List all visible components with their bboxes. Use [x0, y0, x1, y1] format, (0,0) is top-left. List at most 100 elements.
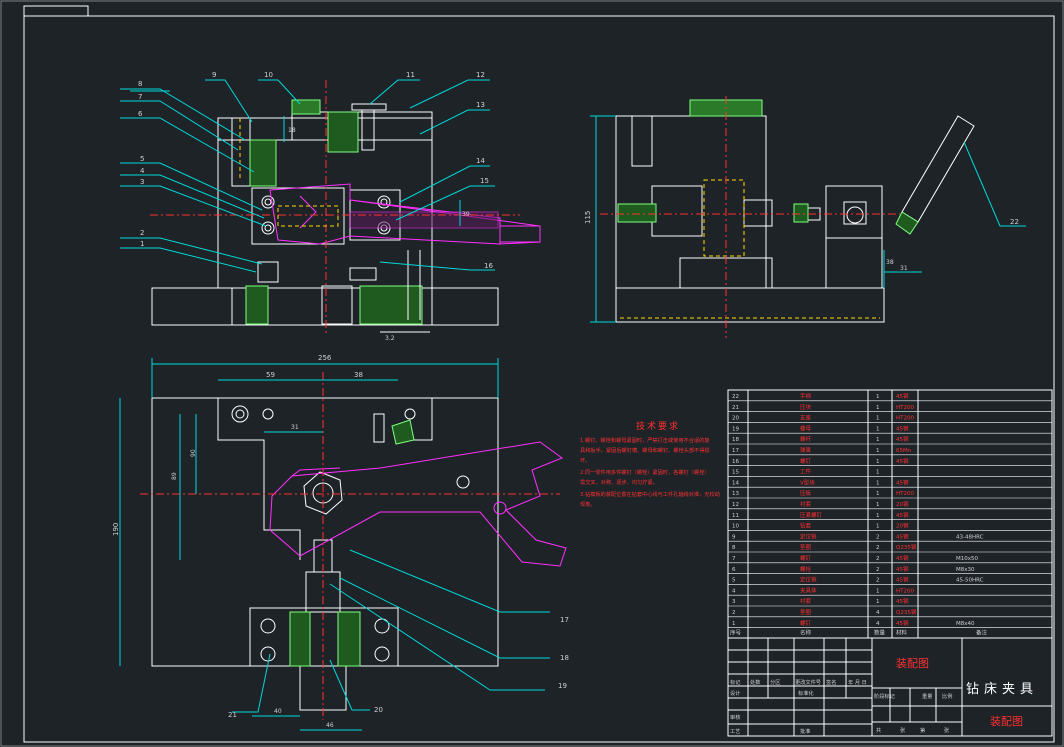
bom-cell-qty: 1: [876, 426, 880, 432]
sheet-tag-box: [23, 5, 89, 17]
bom-cell-name: 螺杆: [800, 435, 812, 443]
bom-cell-qty: 1: [876, 502, 880, 508]
bom-cell-material: 45钢: [896, 576, 909, 584]
bom-cell-qty: 1: [876, 588, 880, 594]
bom-cell-material: 45钢: [896, 597, 909, 605]
tb-scale: 比例: [942, 692, 952, 700]
bom-cell-no: 9: [732, 534, 736, 540]
tech-req-line-7: 现象。: [580, 500, 596, 508]
bom-cell-material: 20钢: [896, 522, 909, 530]
tech-req-line-6: 3.钻模板的装配位置在钻套中心线与工件孔轴线对准，无松动: [580, 490, 720, 498]
side-centerlines: [600, 96, 900, 338]
bom-cell-no: 18: [732, 437, 739, 443]
bom-cell-qty: 1: [876, 437, 880, 443]
title-drawing-name-2: 装配图: [990, 715, 1023, 728]
bom-cell-qty: 4: [876, 621, 880, 627]
bom-cell-name: 压块: [800, 403, 812, 411]
bom-cell-no: 15: [732, 470, 739, 476]
roughness-symbol: 3.2: [385, 335, 395, 342]
balloon-17: 17: [560, 616, 569, 624]
balloon-5: 5: [140, 155, 144, 163]
bom-cell-name: 手柄: [800, 392, 812, 400]
dim-front-h1: 18: [288, 127, 296, 134]
bom-cell-no: 3: [732, 599, 736, 605]
bom-cell-no: 12: [732, 502, 739, 508]
bom-cell-no: 17: [732, 448, 739, 454]
front-leaders: [120, 79, 495, 273]
tb-review: 审核: [730, 713, 740, 721]
balloon-18: 18: [560, 654, 569, 662]
side-hidden: [620, 179, 880, 319]
bom-cell-no: 6: [732, 567, 736, 573]
bom-cell-note: M8x40: [956, 621, 975, 627]
bom-cell-name: 螺栓: [800, 565, 812, 573]
balloon-11: 11: [406, 71, 415, 79]
bom-cell-material: 45钢: [896, 619, 909, 627]
dim-top-h2: 89: [171, 472, 178, 480]
bom-cell-no: 4: [732, 588, 736, 594]
bom-cell-material: 45钢: [896, 435, 909, 443]
tech-req-line-1: 1.螺钉、螺栓和螺母紧固时，严禁打击或使用不合适的旋: [580, 436, 710, 444]
bom-header-no: 序号: [730, 629, 742, 637]
top-dims: [119, 358, 550, 731]
tb-change-doc: 更改文件号: [795, 678, 821, 686]
dim-top-bottom-w: 40: [274, 708, 282, 715]
bom-header-name: 名称: [800, 629, 812, 637]
dim-top-h1: 90: [190, 449, 197, 457]
bom-cell-name: 定位销: [800, 576, 817, 584]
bom-cell-qty: 1: [876, 599, 880, 605]
bom-cell-no: 21: [732, 405, 739, 411]
bom-cell-note: 43-48HRC: [956, 534, 984, 540]
dim-top-width: 256: [318, 354, 332, 362]
bom-cell-note: M8x30: [956, 567, 975, 573]
balloon-21: 21: [228, 711, 237, 719]
sheet-frame: [23, 15, 1055, 743]
side-dims: [590, 115, 1026, 323]
side-handle: [895, 115, 975, 235]
bom-cell-qty: 4: [876, 610, 880, 616]
bom-cell-material: 45钢: [896, 565, 909, 573]
bom-cell-name: 压板: [800, 489, 812, 497]
bom-cell-no: 19: [732, 426, 739, 432]
bom-cell-no: 7: [732, 556, 736, 562]
bom-cell-no: 14: [732, 480, 739, 486]
bom-cell-no: 2: [732, 610, 736, 616]
title-drawing-name: 装配图: [896, 657, 929, 670]
tech-requirements: 技术要求 1.螺钉、螺栓和螺母紧固时，严禁打击或使用不合适的旋 具和扳手。紧固后…: [580, 420, 720, 508]
bom-cell-name: 夹具体: [800, 586, 817, 594]
bom-cell-material: Q235钢: [896, 608, 917, 616]
bom-cell-qty: 1: [876, 416, 880, 422]
bom-cell-qty: 1: [876, 513, 880, 519]
balloon-1: 1: [140, 240, 144, 248]
bom-cell-qty: 1: [876, 524, 880, 530]
bom-cell-material: 20钢: [896, 500, 909, 508]
bom-cell-no: 5: [732, 578, 736, 584]
dim-top-w3: 31: [291, 424, 299, 431]
bom-cell-note: M10x50: [956, 556, 978, 562]
balloon-22: 22: [1010, 218, 1019, 226]
bom-cell-material: HT200: [896, 405, 914, 411]
balloon-8: 8: [138, 80, 142, 88]
bom-cell-name: 工件: [800, 468, 812, 476]
bom-cell-material: 45钢: [896, 424, 909, 432]
bom-cell-no: 13: [732, 491, 739, 497]
dim-top-w2: 38: [354, 371, 363, 379]
bom-cell-material: 45钢: [896, 392, 909, 400]
bom-cell-no: 10: [732, 524, 739, 530]
tb-sheets: 张: [900, 726, 906, 734]
top-workpiece: [269, 441, 567, 567]
top-centerlines: [140, 372, 560, 720]
bom-cell-material: HT200: [896, 416, 914, 422]
dim-front-h2: 39: [462, 211, 470, 218]
bom-cell-material: HT200: [896, 588, 914, 594]
side-hatch: [617, 203, 809, 223]
bom-cell-name: 衬套: [800, 500, 812, 508]
bom-cell-name: 垫圈: [800, 608, 812, 616]
bom-cell-name: 弹簧: [800, 446, 812, 454]
side-view: [615, 99, 885, 323]
bom-cell-qty: 2: [876, 545, 880, 551]
bom-table: [727, 389, 1053, 639]
bom-cell-material: 45钢: [896, 532, 909, 540]
title-block: [727, 637, 1053, 737]
